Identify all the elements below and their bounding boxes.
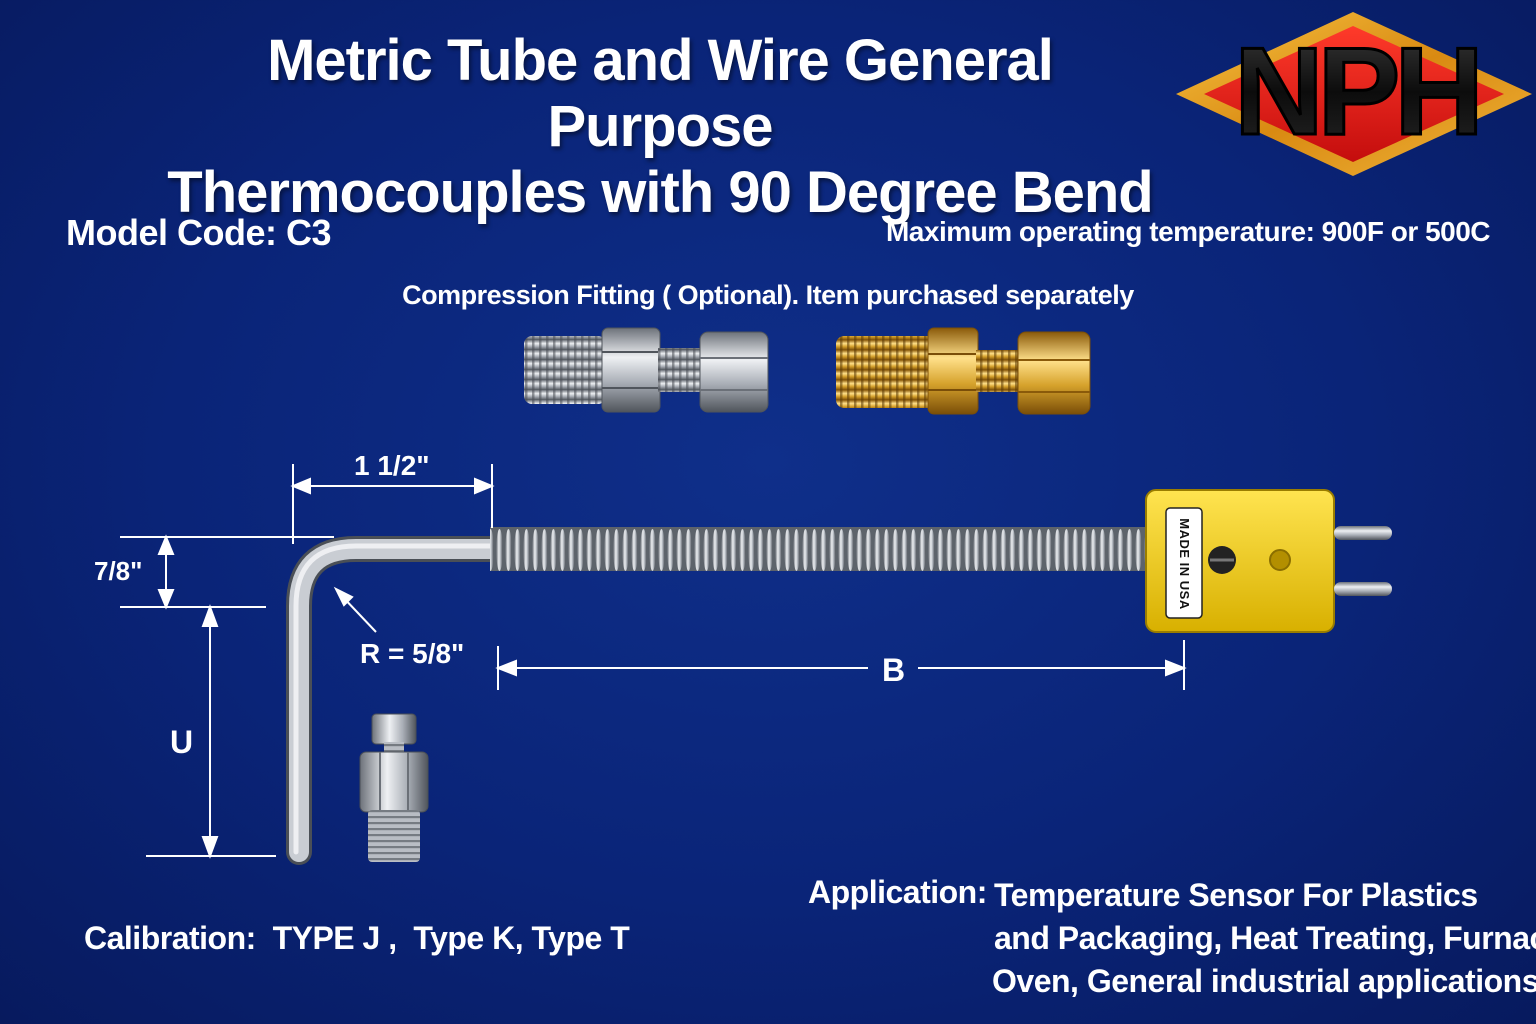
yellow-connector — [1145, 489, 1392, 633]
application-line-2: and Packaging, Heat Treating, Furnace, — [994, 920, 1536, 956]
connector-hole-icon — [1269, 549, 1291, 571]
max-temperature: Maximum operating temperature: 900F or 5… — [885, 216, 1491, 247]
fitting-caption-text: Compression Fitting ( Optional). Item pu… — [402, 280, 1134, 310]
brass-fitting — [836, 327, 1091, 415]
model-code: Model Code: C3 — [66, 212, 332, 253]
dim-cable-length: B — [882, 652, 906, 688]
application-line-1: Temperature Sensor For Plastics — [994, 877, 1478, 913]
dimension-lines — [120, 464, 1187, 859]
title-line-1: Metric Tube and Wire General Purpose — [267, 28, 1054, 159]
connector-label: MADE IN USA — [1177, 518, 1192, 610]
probe-tube — [286, 536, 507, 865]
connector-pin-top — [1334, 526, 1392, 540]
logo-diamond-inner — [1204, 26, 1504, 162]
application-label: Application: — [808, 874, 987, 910]
title-line-2: Thermocouples with 90 Degree Bend — [167, 160, 1153, 225]
logo-text: NPH — [1234, 23, 1478, 161]
calibration: Calibration: TYPE J , Type K, Type T — [84, 920, 630, 956]
application-text: Temperature Sensor For Plastics and Pack… — [992, 874, 1536, 1003]
nph-logo: NPH — [1176, 12, 1532, 176]
armored-cable — [490, 527, 1158, 571]
small-fitting — [359, 713, 429, 862]
page-title: Metric Tube and Wire General Purpose The… — [150, 28, 1170, 226]
stainless-fitting — [524, 327, 769, 413]
application-line-3: Oven, General industrial applications — [992, 963, 1536, 999]
dim-bend-height: 7/8" — [94, 556, 143, 586]
dim-bend-radius: R = 5/8" — [360, 638, 465, 669]
connector-pin-bottom — [1334, 582, 1392, 596]
dim-horizontal-length: 1 1/2" — [354, 450, 430, 481]
dim-immersion-length: U — [170, 724, 194, 760]
fitting-caption: Compression Fitting ( Optional). Item pu… — [0, 280, 1536, 311]
